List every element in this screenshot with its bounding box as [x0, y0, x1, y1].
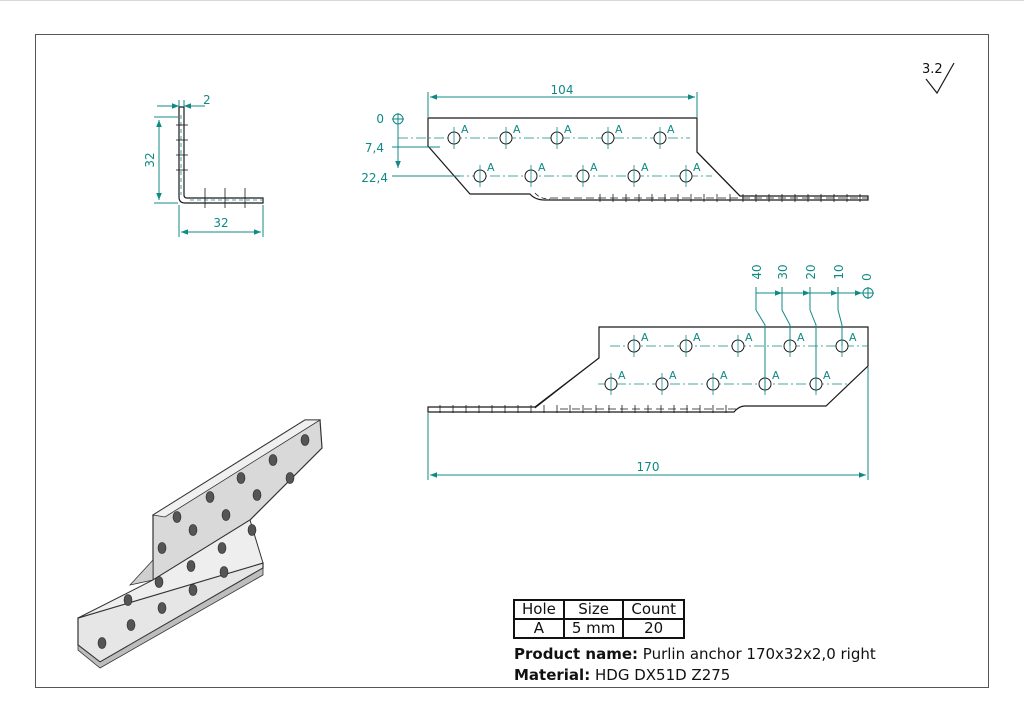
- top-r2-hole-tag-0: A: [487, 161, 495, 174]
- front-view-bottom-ticks: [439, 405, 727, 413]
- iso-hole-9: [285, 472, 295, 484]
- front-r2-hole-tag-1: A: [669, 369, 677, 382]
- front-ordinate-ticks: [755, 287, 862, 392]
- front-r2-hole-tag-4: A: [823, 369, 831, 382]
- front-r1-hole-tag-0: A: [641, 331, 649, 344]
- front-length-label: 170: [637, 460, 660, 474]
- top-view-bend-edge: [696, 151, 741, 197]
- product-name-label: Product name:: [514, 645, 638, 663]
- hole-table-header-size: Size: [562, 599, 625, 620]
- iso-hole-11: [126, 619, 136, 631]
- roughness-value: 3.2: [922, 62, 943, 77]
- hole-table-cell-count: 20: [622, 618, 685, 639]
- front-x-label-30: 30: [776, 264, 790, 279]
- front-x-label-10: 10: [832, 264, 846, 279]
- front-r2-hole-tag-0: A: [618, 369, 626, 382]
- top-r1-hole-tag-3: A: [615, 123, 623, 136]
- material-value: HDG DX51D Z275: [594, 666, 731, 684]
- top-r1-hole-tag-4: A: [667, 123, 675, 136]
- iso-hole-13: [188, 584, 198, 596]
- hole-table-cell-hole: A: [513, 618, 565, 639]
- front-r2-hole-tag-2: A: [720, 369, 728, 382]
- iso-hole-1: [205, 491, 215, 503]
- iso-hole-0: [172, 511, 182, 523]
- dim-thickness-label: 2: [203, 93, 211, 107]
- front-r1-hole-tag-4: A: [849, 331, 857, 344]
- product-name-value: Purlin anchor 170x32x2,0 right: [642, 645, 876, 663]
- l-profile-outline: [178, 106, 264, 204]
- iso-hole-3: [268, 454, 278, 466]
- roughness-symbol: [925, 62, 955, 95]
- top-r2-hole-tag-3: A: [641, 161, 649, 174]
- product-info: Product name: Purlin anchor 170x32x2,0 r…: [514, 644, 876, 686]
- top-y-label-0: 0: [376, 112, 384, 126]
- top-y-label-7-4: 7,4: [365, 141, 384, 155]
- iso-flange-edge: [77, 567, 264, 669]
- top-r2-hole-tag-1: A: [538, 161, 546, 174]
- isometric-view: [77, 419, 323, 669]
- page-top-rule: [0, 0, 1024, 1]
- iso-hole-19: [247, 524, 257, 536]
- top-length-label: 104: [551, 83, 574, 97]
- top-view: A A A A A A A A A A 104 0 7,4 22,4: [361, 83, 869, 202]
- top-view-outline: [427, 117, 869, 201]
- front-view-outline: [427, 326, 869, 413]
- material-label: Material:: [514, 666, 591, 684]
- hole-table-header-row: Hole Size Count: [513, 599, 685, 620]
- front-view-bend: [534, 357, 600, 409]
- top-r2-hole-tag-4: A: [693, 161, 701, 174]
- hole-table-header-hole: Hole: [513, 599, 565, 620]
- front-r1-hole-tag-1: A: [693, 331, 701, 344]
- front-x-label-40: 40: [750, 264, 764, 279]
- hole-table-row: A 5 mm 20: [513, 618, 685, 639]
- dim-height-label: 32: [143, 152, 157, 167]
- top-r1-hole-tag-0: A: [461, 123, 469, 136]
- iso-flange-surface: [77, 519, 264, 619]
- iso-hole-8: [252, 489, 262, 501]
- iso-hole-14: [219, 566, 229, 578]
- iso-top-edge: [151, 419, 322, 518]
- hole-table-header-count: Count: [622, 599, 685, 620]
- top-r1-hole-tag-2: A: [564, 123, 572, 136]
- iso-bend: [128, 558, 154, 586]
- top-r1-hole-tag-1: A: [513, 123, 521, 136]
- dim-width-label: 32: [213, 216, 228, 230]
- iso-hole-6: [188, 524, 198, 536]
- iso-hole-2: [236, 472, 246, 484]
- front-view: A A A A A A A A A A 40 30 20 10 0 170: [427, 264, 874, 480]
- product-name-line: Product name: Purlin anchor 170x32x2,0 r…: [514, 644, 876, 665]
- iso-hole-15: [123, 594, 133, 606]
- front-r2-hole-tag-3: A: [772, 369, 780, 382]
- iso-hole-18: [217, 542, 227, 554]
- iso-hole-10: [97, 637, 107, 649]
- top-y-label-22-4: 22,4: [361, 171, 388, 185]
- top-view-hidden-bend: [534, 192, 551, 200]
- iso-hole-17: [186, 560, 196, 572]
- iso-hole-12: [157, 602, 167, 614]
- iso-hole-7: [221, 509, 231, 521]
- iso-holes: [97, 434, 310, 649]
- iso-hole-16: [154, 576, 164, 588]
- drawing-frame: [35, 34, 989, 688]
- front-x-label-20: 20: [804, 264, 818, 279]
- top-r2-hole-tag-2: A: [590, 161, 598, 174]
- material-line: Material: HDG DX51D Z275: [514, 665, 876, 686]
- front-r1-hole-tag-3: A: [797, 331, 805, 344]
- section-hole-marks: [176, 124, 246, 208]
- hole-table-cell-size: 5 mm: [562, 618, 625, 639]
- front-r1-hole-tag-2: A: [745, 331, 753, 344]
- section-view: 2 32 32: [143, 93, 264, 237]
- iso-hole-4: [300, 434, 310, 446]
- hole-table: Hole Size Count A 5 mm 20: [513, 599, 685, 639]
- iso-hole-5: [157, 542, 167, 554]
- front-x-label-0: 0: [860, 273, 874, 281]
- top-view-bottom-ticks: [599, 194, 861, 202]
